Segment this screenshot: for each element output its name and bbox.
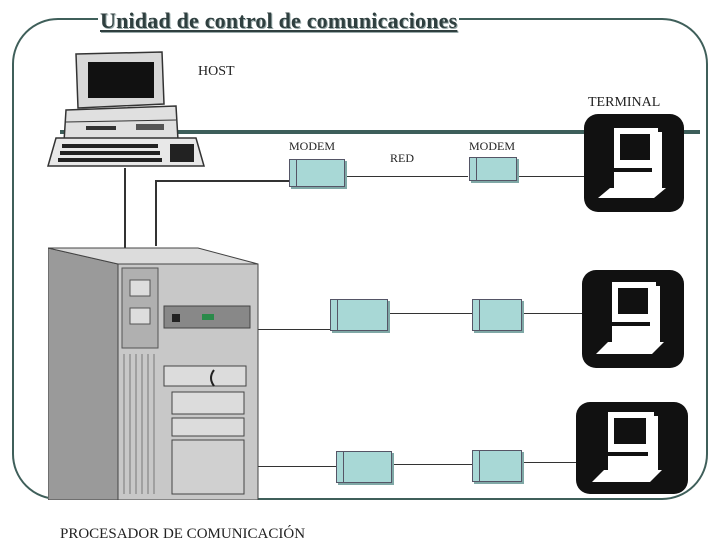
- terminal-label: TERMINAL: [588, 95, 661, 110]
- modem-to-modem-line-1: [344, 176, 468, 177]
- terminal-workstation-icon: [582, 270, 684, 368]
- modem-to-terminal-line-1: [518, 176, 584, 177]
- diagram-title: Unidad de control de comunicaciones: [98, 8, 460, 34]
- processor-to-modem-line-1h: [155, 180, 289, 182]
- modem-icon: [336, 451, 392, 483]
- network-bus-line: [60, 130, 700, 134]
- modem-to-modem-line-3: [392, 464, 472, 465]
- terminal-workstation-icon: [584, 114, 684, 212]
- keyboard-icon: [47, 137, 205, 167]
- processor-to-modem-line-2: [258, 329, 330, 330]
- terminal-workstation-icon: [576, 402, 688, 494]
- modem-label-left: MODEM: [289, 139, 336, 153]
- modem-to-terminal-line-2: [522, 313, 584, 314]
- server-tower-icon: [48, 247, 259, 500]
- modem-icon: [289, 159, 345, 187]
- processor-to-modem-line-3: [258, 466, 336, 467]
- host-label: HOST: [198, 64, 235, 79]
- modem-to-terminal-line-3: [522, 462, 578, 463]
- modem-icon: [472, 299, 522, 331]
- processor-label: PROCESADOR DE COMUNICACIÓN: [60, 526, 306, 542]
- modem-label-right: MODEM: [469, 139, 516, 153]
- processor-to-modem-line-1: [155, 180, 157, 246]
- modem-to-modem-line-2: [388, 313, 472, 314]
- host-to-processor-line: [124, 168, 126, 248]
- modem-icon: [330, 299, 388, 331]
- network-label: RED: [390, 151, 414, 165]
- modem-icon: [469, 157, 517, 181]
- desktop-computer-icon: [63, 51, 179, 143]
- modem-icon: [472, 450, 522, 482]
